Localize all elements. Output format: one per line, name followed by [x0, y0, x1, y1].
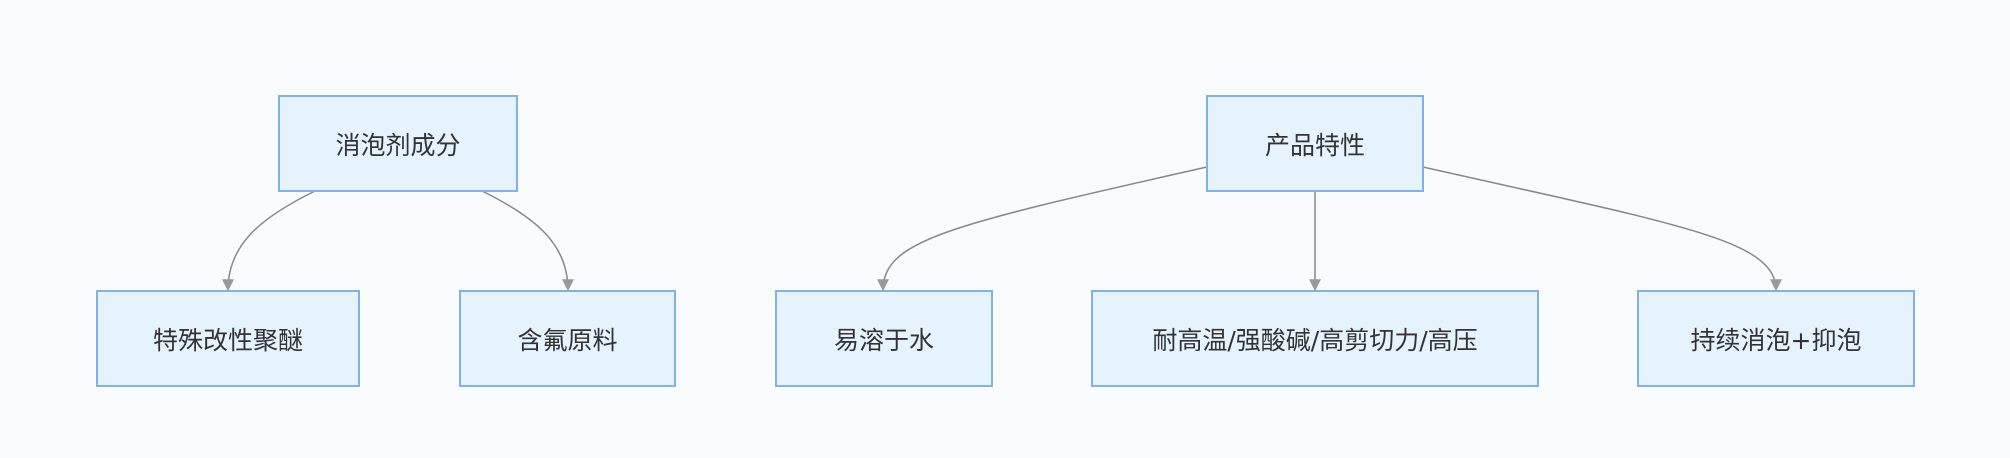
node-product-features: 产品特性	[1206, 95, 1424, 192]
node-label: 含氟原料	[517, 325, 618, 355]
node-label: 持续消泡+抑泡	[1690, 325, 1862, 355]
node-label: 耐高温/强酸碱/高剪切力/高压	[1152, 325, 1478, 355]
node-label: 消泡剂成分	[335, 130, 461, 160]
node-fluorine-material: 含氟原料	[459, 290, 676, 387]
node-label: 产品特性	[1264, 130, 1365, 160]
edge-n2-n7	[1422, 166, 1782, 292]
node-continuous-defoam: 持续消泡+抑泡	[1637, 290, 1915, 387]
node-label: 特殊改性聚醚	[152, 325, 303, 355]
node-modified-polyether: 特殊改性聚醚	[96, 290, 360, 387]
node-resistance: 耐高温/强酸碱/高剪切力/高压	[1091, 290, 1539, 387]
edge-n2-n5	[877, 166, 1208, 292]
node-label: 易溶于水	[833, 325, 934, 355]
node-defoamer-composition: 消泡剂成分	[278, 95, 518, 192]
edge-n1-n4	[481, 190, 574, 292]
edge-n1-n3	[222, 190, 316, 292]
node-water-soluble: 易溶于水	[775, 290, 993, 387]
